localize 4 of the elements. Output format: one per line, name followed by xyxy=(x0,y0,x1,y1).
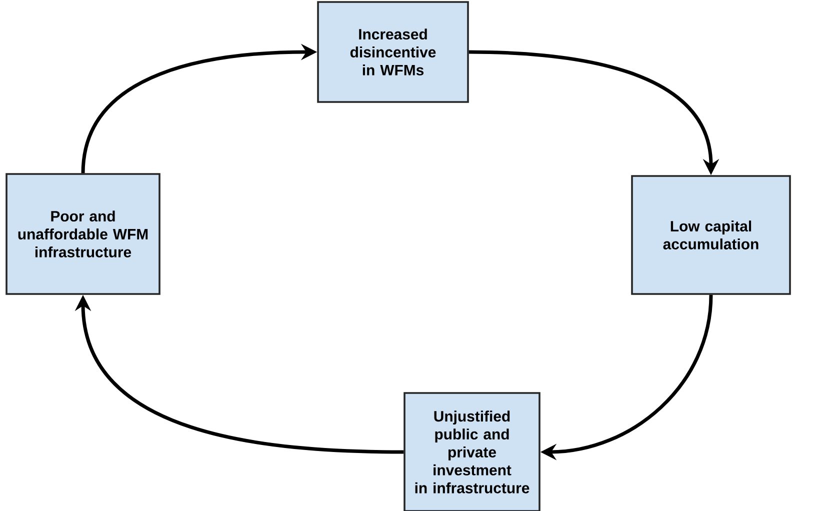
process-box: Unjustified public and private investment in infrastructure xyxy=(404,392,540,511)
process-box: Increased disincentive in WFMs xyxy=(317,1,469,103)
process-box: Low capital accumulation xyxy=(631,175,791,295)
process-box: Poor and unaffordable WFM infrastructure xyxy=(6,173,160,295)
